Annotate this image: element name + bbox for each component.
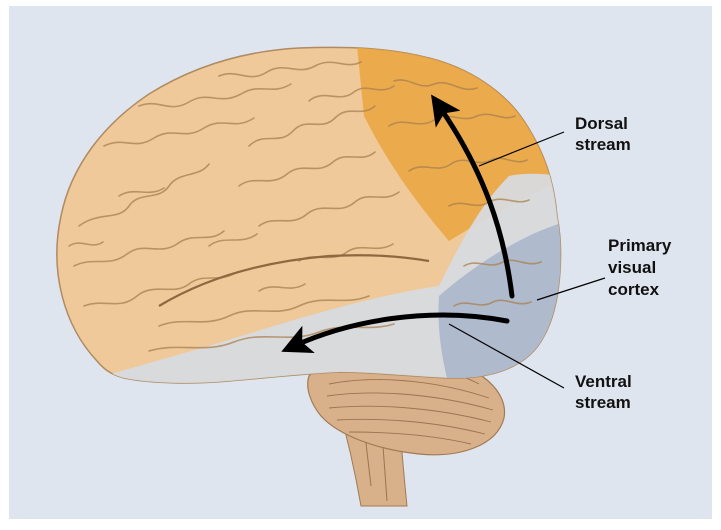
dorsal-label-line1: Dorsal bbox=[575, 114, 628, 133]
primary-label-line1: Primary bbox=[608, 236, 672, 255]
dorsal-label-line2: stream bbox=[575, 135, 631, 154]
ventral-label-line1: Ventral bbox=[575, 372, 632, 391]
brain-diagram: Dorsal stream Primary visual cortex Vent… bbox=[9, 6, 712, 519]
primary-label-line2: visual bbox=[608, 258, 656, 277]
figure-panel: Dorsal stream Primary visual cortex Vent… bbox=[9, 6, 712, 519]
ventral-label-line2: stream bbox=[575, 393, 631, 412]
primary-label-line3: cortex bbox=[608, 280, 660, 299]
